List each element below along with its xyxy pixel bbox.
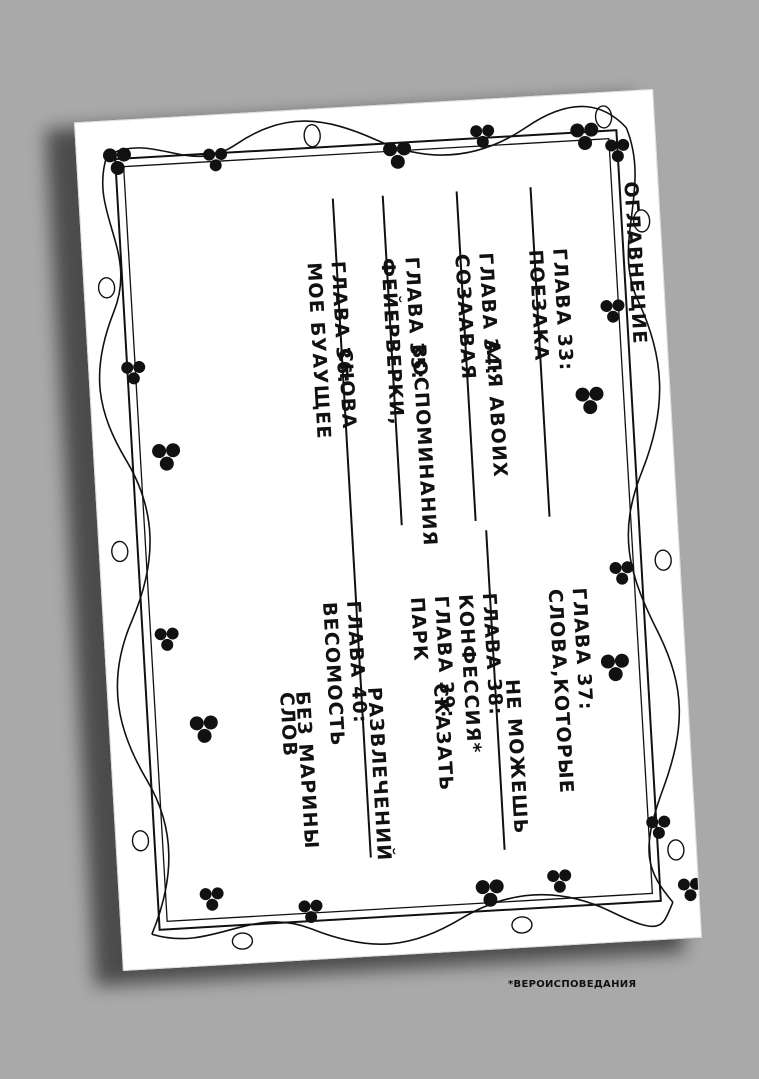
- chapter-title-cont: СЛОВ: [275, 691, 301, 758]
- toc-entry-40: ГЛАВА 40: ВЕСОМОСТЬ СЛОВ: [218, 536, 398, 760]
- footnote: *ВЕРОИСПОВЕДАНИЯ: [508, 979, 637, 990]
- chapter-label: ГЛАВА 39:: [429, 594, 459, 720]
- toc-card: ОГЛАВНЕЦИЕ ГЛАВА 33: ПОЕЗАКА АЛЯ АВОИХ Г…: [74, 89, 702, 971]
- toc-entry-36: ГЛАВА 36: МОЕ БУАУЩЕЕ: [274, 196, 384, 441]
- table-of-contents: ОГЛАВНЕЦИЕ ГЛАВА 33: ПОЕЗАКА АЛЯ АВОИХ Г…: [242, 181, 679, 863]
- clover-vine-frame-icon: [97, 105, 701, 950]
- chapter-title: ПАРК: [405, 596, 432, 663]
